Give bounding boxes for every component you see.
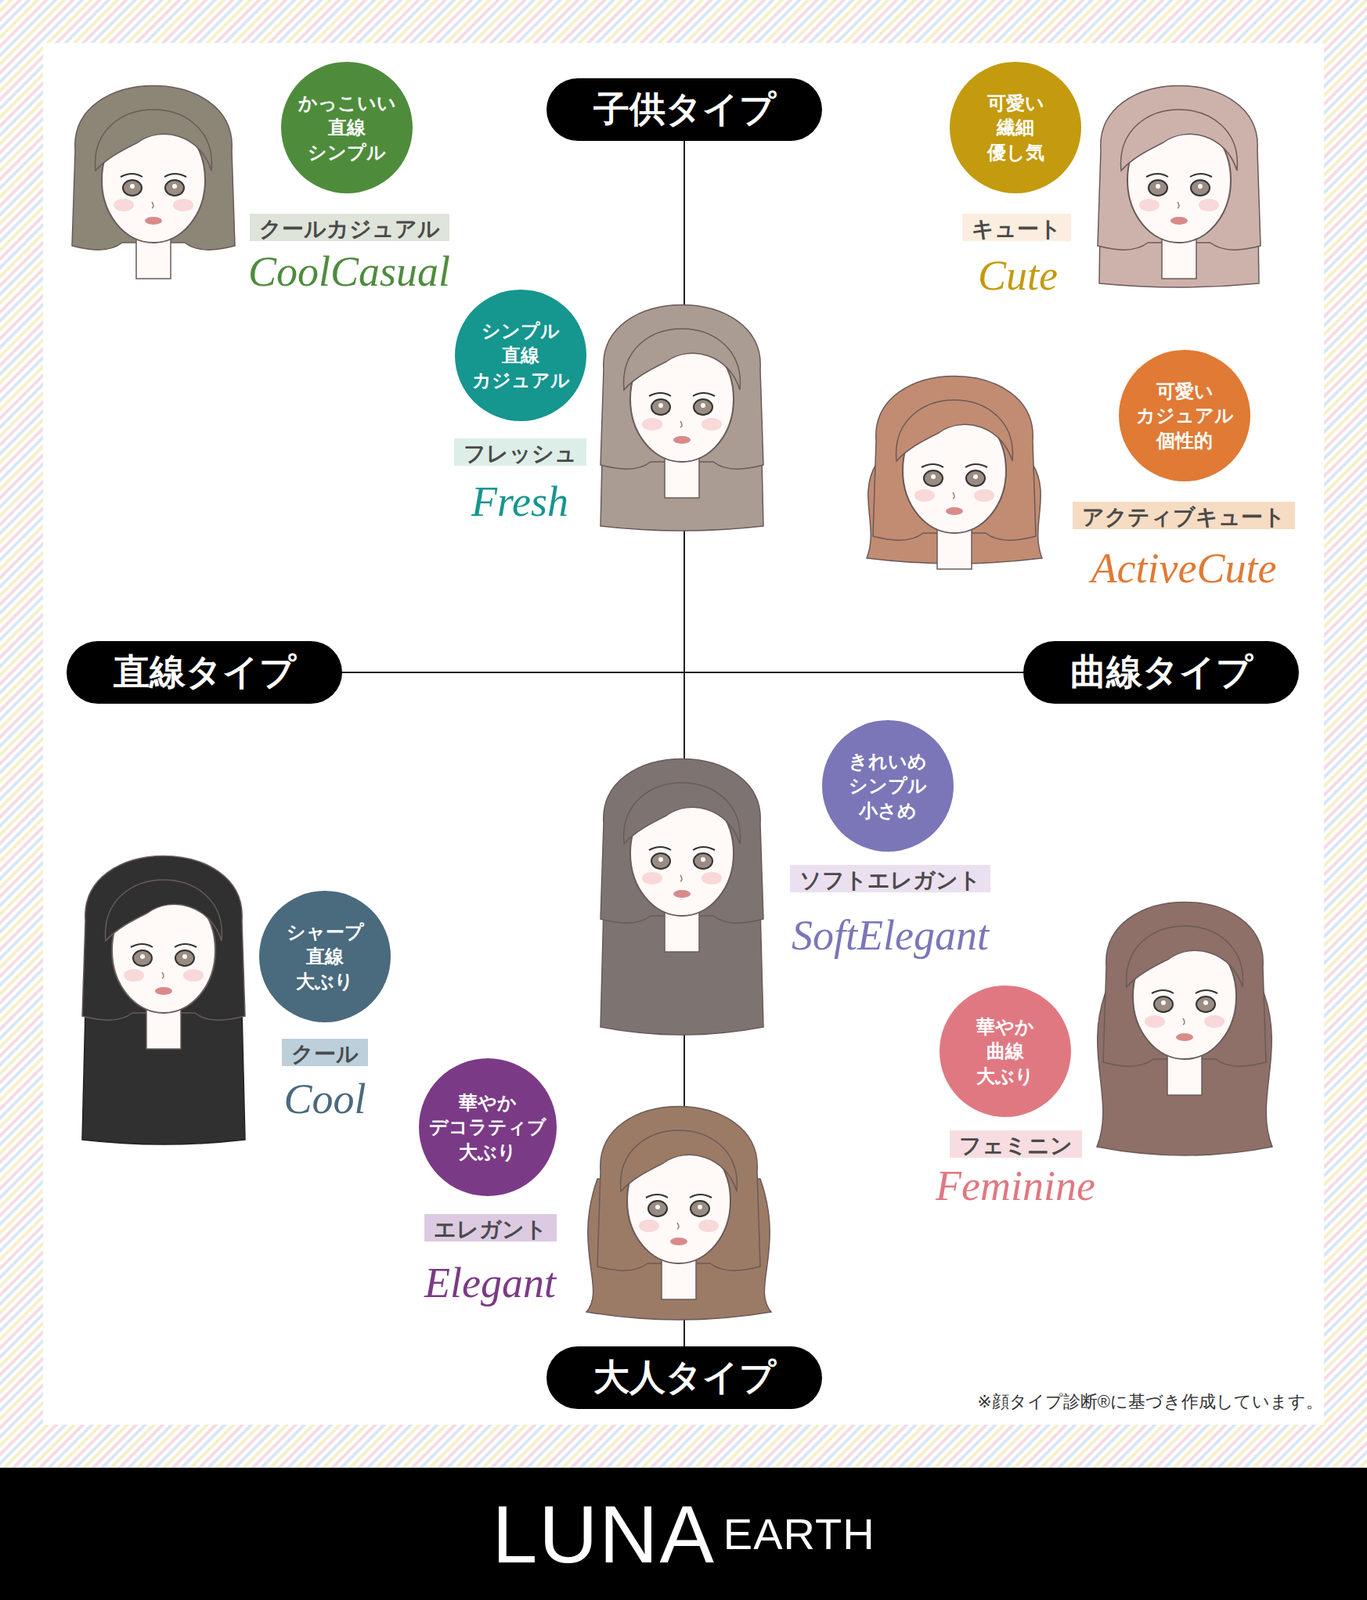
type-name-script: Fresh (471, 479, 569, 526)
node-text: 直線タイプ (113, 648, 296, 697)
axis-line (342, 671, 1024, 674)
node-text: エレガント (433, 1217, 548, 1242)
type-name-script: Cute (977, 252, 1058, 300)
node-text: シャープ 直線 大ぶり (286, 919, 365, 994)
node-text: 曲線タイプ (1070, 648, 1253, 697)
node-text: シンプル 直線 カジュアル (472, 318, 570, 393)
type-name-box: アクティブキュート (1072, 501, 1295, 530)
footnote: ※顔タイプ診断®に基づき作成しています。 (977, 1390, 1324, 1414)
face-feminine (1096, 902, 1273, 1157)
node-text: フレッシュ (463, 441, 578, 466)
node-text: 可愛い 繊細 優し気 (987, 90, 1045, 165)
type-name-script: SoftElegant (791, 912, 989, 960)
type-name-script: CoolCasual (248, 248, 451, 296)
face-activecute (866, 376, 1043, 570)
type-name-box: キュート (962, 213, 1072, 242)
axis-pill: 直線タイプ (66, 641, 343, 704)
node-text: 大人タイプ (593, 1353, 776, 1403)
keyword-circle: 可愛い 繊細 優し気 (949, 61, 1082, 194)
type-name-script: Feminine (935, 1163, 1096, 1210)
keyword-circle: 華やか 曲線 大ぶり (939, 985, 1072, 1118)
axis-pill: 大人タイプ (546, 1346, 823, 1410)
keyword-circle: 可愛い カジュアル 個性的 (1118, 349, 1251, 482)
keyword-circle: きれいめ シンプル 小さめ (822, 720, 954, 852)
type-name-box: クールカジュアル (249, 213, 450, 242)
keyword-circle: かっこいい 直線 シンプル (281, 61, 413, 194)
face-coolcasual (72, 86, 235, 280)
type-name-box: ソフトエレガント (789, 865, 991, 893)
type-name-script: Elegant (424, 1260, 556, 1307)
face-softelegant (600, 759, 764, 1036)
type-name-box: フェミニン (949, 1130, 1083, 1158)
type-name-box: エレガント (424, 1214, 557, 1242)
node-text: かっこいい 直線 シンプル (298, 90, 397, 165)
keyword-circle: シンプル 直線 カジュアル (454, 289, 587, 422)
axis-pill: 曲線タイプ (1023, 641, 1299, 704)
type-name-box: クール (281, 1038, 368, 1067)
type-name-script: Cool (283, 1076, 366, 1123)
node-text: 華やか デコラティブ 大ぶり (429, 1090, 547, 1165)
white-panel (43, 43, 1324, 1425)
node-text: 可愛い カジュアル 個性的 (1136, 378, 1234, 453)
node-text: キュート (971, 216, 1062, 242)
face-fresh (600, 305, 764, 532)
node-text: クール (291, 1042, 359, 1067)
node-text: クールカジュアル (259, 216, 441, 242)
node-text: きれいめ シンプル 小さめ (848, 749, 927, 823)
node-text: 子供タイプ (593, 85, 776, 134)
node-text: ソフトエレガント (799, 868, 982, 893)
face-cool (82, 856, 246, 1146)
type-name-script: ActiveCute (1091, 545, 1277, 592)
node-text: フェミニン (959, 1133, 1073, 1158)
keyword-circle: シャープ 直線 大ぶり (259, 890, 391, 1023)
brand-sub: EARTH (723, 1512, 876, 1557)
face-cute (1097, 86, 1261, 289)
type-name-box: フレッシュ (454, 438, 587, 466)
keyword-circle: 華やか デコラティブ 大ぶり (418, 1058, 557, 1197)
stripe-border (0, 0, 1367, 1468)
node-text: アクティブキュート (1082, 504, 1286, 530)
face-elegant (586, 1107, 772, 1321)
brand-main: LUNA (491, 1493, 715, 1576)
brand-band: LUNAEARTH (0, 1467, 1367, 1600)
node-text: 華やか 曲線 大ぶり (976, 1014, 1035, 1089)
axis-pill: 子供タイプ (546, 78, 823, 141)
